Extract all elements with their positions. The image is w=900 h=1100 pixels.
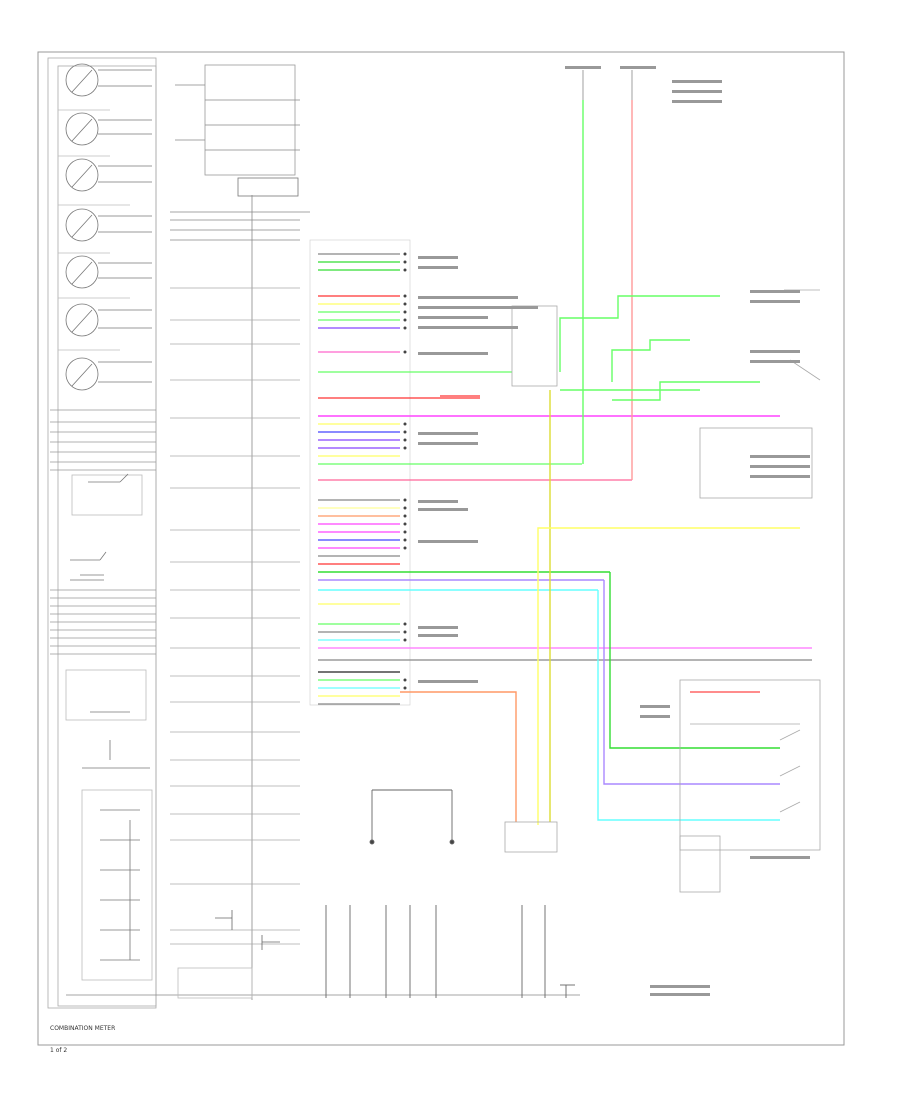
fuel-level-gauge: [65, 255, 152, 289]
tachometer-gauge: [65, 112, 152, 146]
junction-block: [237, 177, 299, 197]
illumination-control: [65, 669, 153, 981]
oil-pressure-gauge: [65, 303, 152, 337]
connector-pins: [403, 252, 407, 690]
speedometer-gauge: [65, 63, 152, 97]
combination-meter: [47, 57, 580, 1009]
fuel-gauge: [65, 158, 152, 192]
control-module: [511, 305, 558, 387]
voltmeter-gauge: [65, 357, 152, 391]
coolant-level-switch: [70, 551, 107, 581]
connector-terminals: [309, 239, 812, 706]
diagram-border: [37, 51, 845, 1046]
signal-wires: [400, 70, 800, 825]
temperature-gauge: [65, 208, 152, 242]
indicator-list: [170, 64, 310, 1000]
component-boxes: [504, 289, 821, 893]
ground-points: [325, 789, 575, 998]
oil-pressure-switch: [71, 473, 143, 516]
fuel-sender: [504, 821, 558, 853]
labels: [418, 66, 810, 996]
diagram-caption: COMBINATION METER: [50, 1025, 115, 1032]
page-number: 1 of 2: [50, 1047, 67, 1054]
